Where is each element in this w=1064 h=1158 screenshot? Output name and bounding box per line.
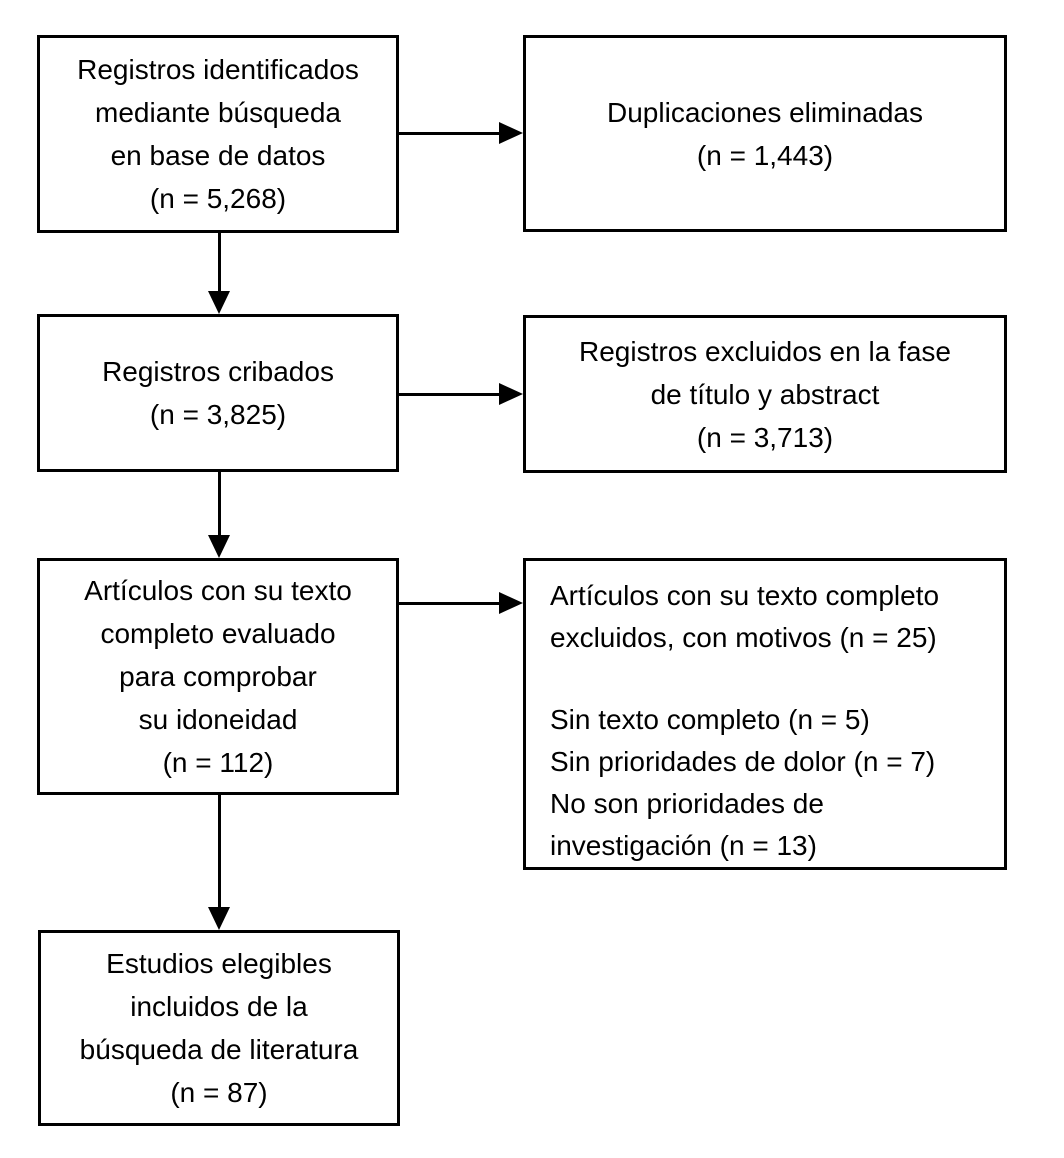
text-line: Registros cribados <box>102 356 334 387</box>
text-line: Registros identificados <box>77 54 359 85</box>
text-line: Registros excluidos en la fase <box>579 335 951 367</box>
arrow-shaft <box>399 601 499 605</box>
text-line: Duplicaciones eliminadas <box>607 96 923 128</box>
arrow-shaft <box>399 392 499 396</box>
text-line: (n = 1,443) <box>696 139 834 171</box>
text-line: su idoneidad <box>138 704 298 735</box>
arrow-shaft <box>399 131 499 135</box>
box-records-screened: Registros cribados (n = 3,825) <box>37 314 399 472</box>
arrowhead-right-icon <box>499 383 523 405</box>
text-line: (n = 87) <box>170 1077 268 1108</box>
arrow-fulltext-to-excluded <box>399 592 523 614</box>
arrowhead-down-icon <box>208 291 230 314</box>
text-line: incluidos de la <box>130 991 308 1022</box>
text-line: de título y abstract <box>650 378 880 410</box>
box-records-excluded-title-abstract: Registros excluidos en la fase de título… <box>523 315 1007 473</box>
box-fulltext-excluded-with-reasons: Artículos con su texto completo excluido… <box>523 558 1007 870</box>
text-line: (n = 5,268) <box>149 183 287 214</box>
text-line: (n = 3,825) <box>149 399 287 430</box>
text-line: para comprobar <box>119 661 317 692</box>
text-line: en base de datos <box>110 140 326 171</box>
arrow-shaft <box>217 795 221 907</box>
box-studies-included: Estudios elegibles incluidos de la búsqu… <box>38 930 400 1126</box>
text-line: excluidos, con motivos (n = 25) <box>550 622 937 653</box>
arrowhead-right-icon <box>499 592 523 614</box>
arrowhead-down-icon <box>208 907 230 930</box>
text-line: Estudios elegibles <box>106 948 332 979</box>
text-line: No son prioridades de <box>550 788 824 819</box>
text-line: completo evaluado <box>100 618 336 649</box>
box-records-identified: Registros identificados mediante búsqued… <box>37 35 399 233</box>
text-line: Sin prioridades de dolor (n = 7) <box>550 746 936 777</box>
arrow-screened-to-fulltext <box>208 472 230 558</box>
text-line: búsqueda de literatura <box>79 1034 359 1065</box>
box-fulltext-assessed: Artículos con su texto completo evaluado… <box>37 558 399 795</box>
arrow-screened-to-excluded <box>399 383 523 405</box>
text-line: Artículos con su texto completo <box>550 580 940 611</box>
arrow-fulltext-to-included <box>208 795 230 930</box>
arrowhead-right-icon <box>499 122 523 144</box>
text-line: investigación (n = 13) <box>550 830 817 861</box>
arrowhead-down-icon <box>208 535 230 558</box>
text-line: Artículos con su texto <box>84 575 352 606</box>
arrow-identified-to-screened <box>208 233 230 314</box>
text-line: Sin texto completo (n = 5) <box>550 704 870 735</box>
arrow-shaft <box>217 472 221 535</box>
text-line: (n = 3,713) <box>696 421 834 453</box>
box-duplicates-removed: Duplicaciones eliminadas (n = 1,443) <box>523 35 1007 232</box>
text-line: (n = 112) <box>162 747 274 778</box>
text-line: mediante búsqueda <box>95 97 341 128</box>
arrow-shaft <box>217 233 221 291</box>
arrow-identified-to-duplicates <box>399 122 523 144</box>
